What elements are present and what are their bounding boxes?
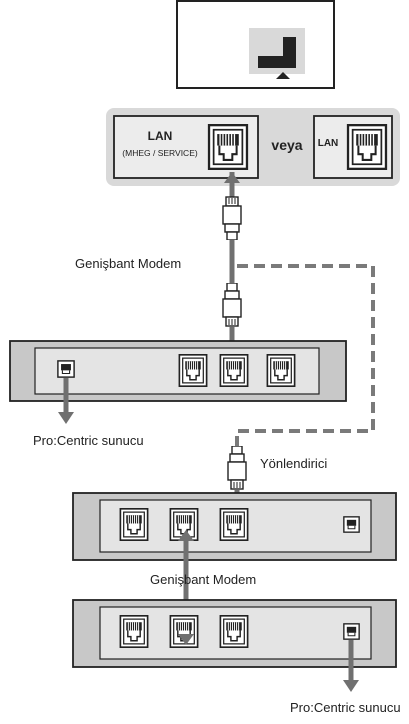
lan-port-icon — [207, 124, 249, 170]
lan-panel: LAN (MHEG / SERVICE) veya LAN — [106, 108, 400, 186]
arrow-down-icon — [178, 634, 194, 645]
ethernet-port-icon — [219, 615, 249, 648]
ethernet-port-icon — [266, 354, 296, 387]
ethernet-port-icon — [119, 508, 149, 541]
ethernet-port-icon — [178, 354, 208, 387]
or-label: veya — [271, 137, 302, 153]
lan-label: LAN — [148, 129, 173, 143]
arrow-up-icon — [178, 530, 194, 541]
arrow-down-icon — [343, 680, 359, 692]
lan-alt-port-icon — [346, 124, 388, 170]
lan-sublabel: (MHEG / SERVICE) — [122, 148, 198, 158]
server-label-bottom: Pro:Centric sunucu — [290, 700, 401, 715]
rj45-plug-icon — [227, 446, 247, 490]
small-port-icon — [343, 516, 360, 533]
ethernet-port-icon — [219, 354, 249, 387]
server-port-icon — [343, 623, 360, 640]
arrow-down-icon — [58, 412, 74, 424]
router-device — [72, 492, 397, 561]
server-port-icon — [57, 360, 75, 378]
tv-jack-panel-icon — [258, 37, 296, 68]
broadband-modem-device — [9, 340, 347, 402]
second-device — [72, 599, 397, 668]
rj45-plug-icon — [222, 196, 242, 240]
ethernet-port-icon — [219, 508, 249, 541]
ethernet-port-icon — [169, 615, 199, 648]
dashed-cable-alternative — [235, 264, 375, 448]
broadband-modem-label-bottom: Genişbant Modem — [150, 572, 256, 587]
tv-rear-view — [176, 0, 335, 89]
position-pointer-icon — [276, 72, 290, 79]
ethernet-port-icon — [119, 615, 149, 648]
router-label: Yönlendirici — [260, 456, 327, 471]
broadband-modem-label-top: Genişbant Modem — [75, 256, 181, 271]
arrow-up-icon — [224, 172, 240, 183]
rj45-plug-icon — [222, 283, 242, 327]
lan-alt-label: LAN — [318, 138, 339, 149]
server-label-left: Pro:Centric sunucu — [33, 433, 144, 448]
